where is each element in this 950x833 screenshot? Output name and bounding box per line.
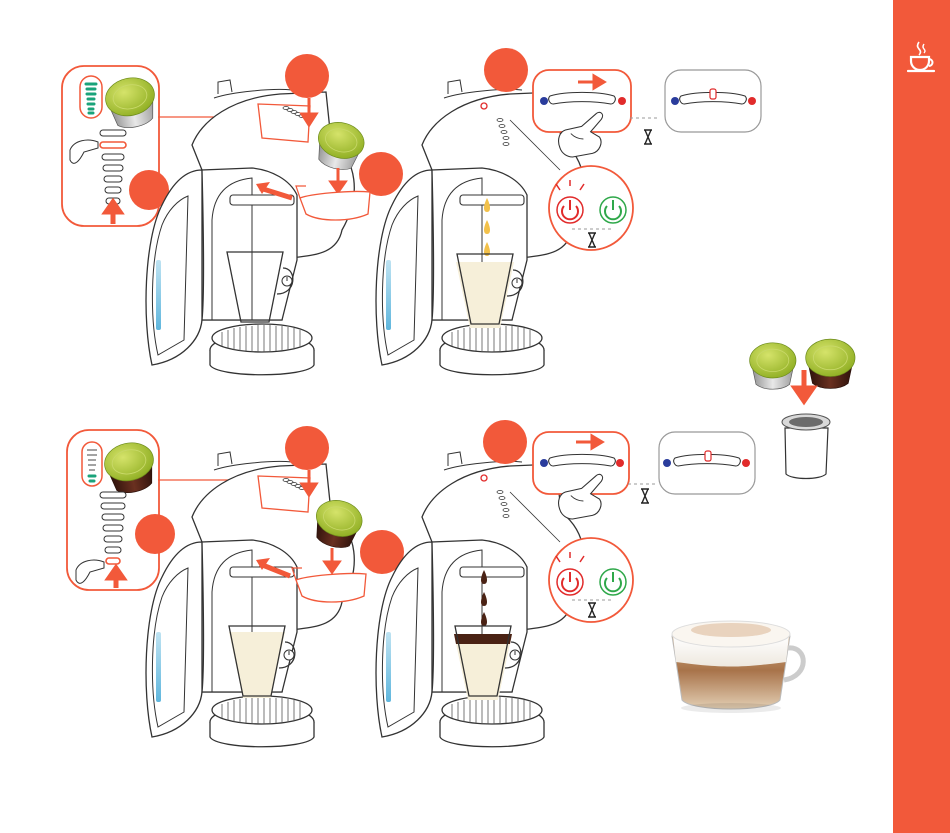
step-badge	[285, 54, 329, 98]
hourglass-icon	[641, 489, 649, 503]
combine-capsules	[750, 339, 855, 478]
step-badge	[483, 420, 527, 464]
hourglass-icon	[644, 130, 652, 144]
coffee-machine	[146, 80, 354, 375]
sidebar-strip	[893, 0, 950, 833]
coffee-capsule-icon	[806, 339, 855, 388]
red-dot	[616, 459, 624, 467]
machine-lid-panel	[258, 476, 310, 512]
step-lever-and-wait-bottom	[533, 432, 755, 519]
red-dot	[618, 97, 626, 105]
cappuccino-cup	[672, 621, 803, 713]
blue-dot	[671, 97, 679, 105]
step-insert-coffee-capsule	[146, 426, 404, 747]
coffee-cup-icon	[907, 40, 937, 74]
red-dot	[748, 97, 756, 105]
step-badge	[359, 152, 403, 196]
milk-capsule-icon	[750, 343, 796, 389]
step-badge	[285, 426, 329, 470]
blue-dot	[663, 459, 671, 467]
capsule-holder	[296, 573, 366, 602]
blue-dot	[540, 459, 548, 467]
power-button-zoom	[549, 166, 633, 250]
milk-jug	[782, 414, 830, 479]
step-badge	[135, 514, 175, 554]
coffee-drops	[481, 570, 487, 626]
capsule-holder	[300, 191, 370, 220]
power-button-zoom	[549, 538, 633, 622]
step-lever-and-wait	[533, 70, 761, 157]
step-insert-milk-capsule	[146, 54, 403, 375]
step-badge	[484, 48, 528, 92]
blue-dot	[540, 97, 548, 105]
milk-drops	[484, 198, 490, 256]
diagram-canvas	[0, 0, 893, 833]
red-dot	[742, 459, 750, 467]
machine-lid-panel	[258, 104, 310, 142]
